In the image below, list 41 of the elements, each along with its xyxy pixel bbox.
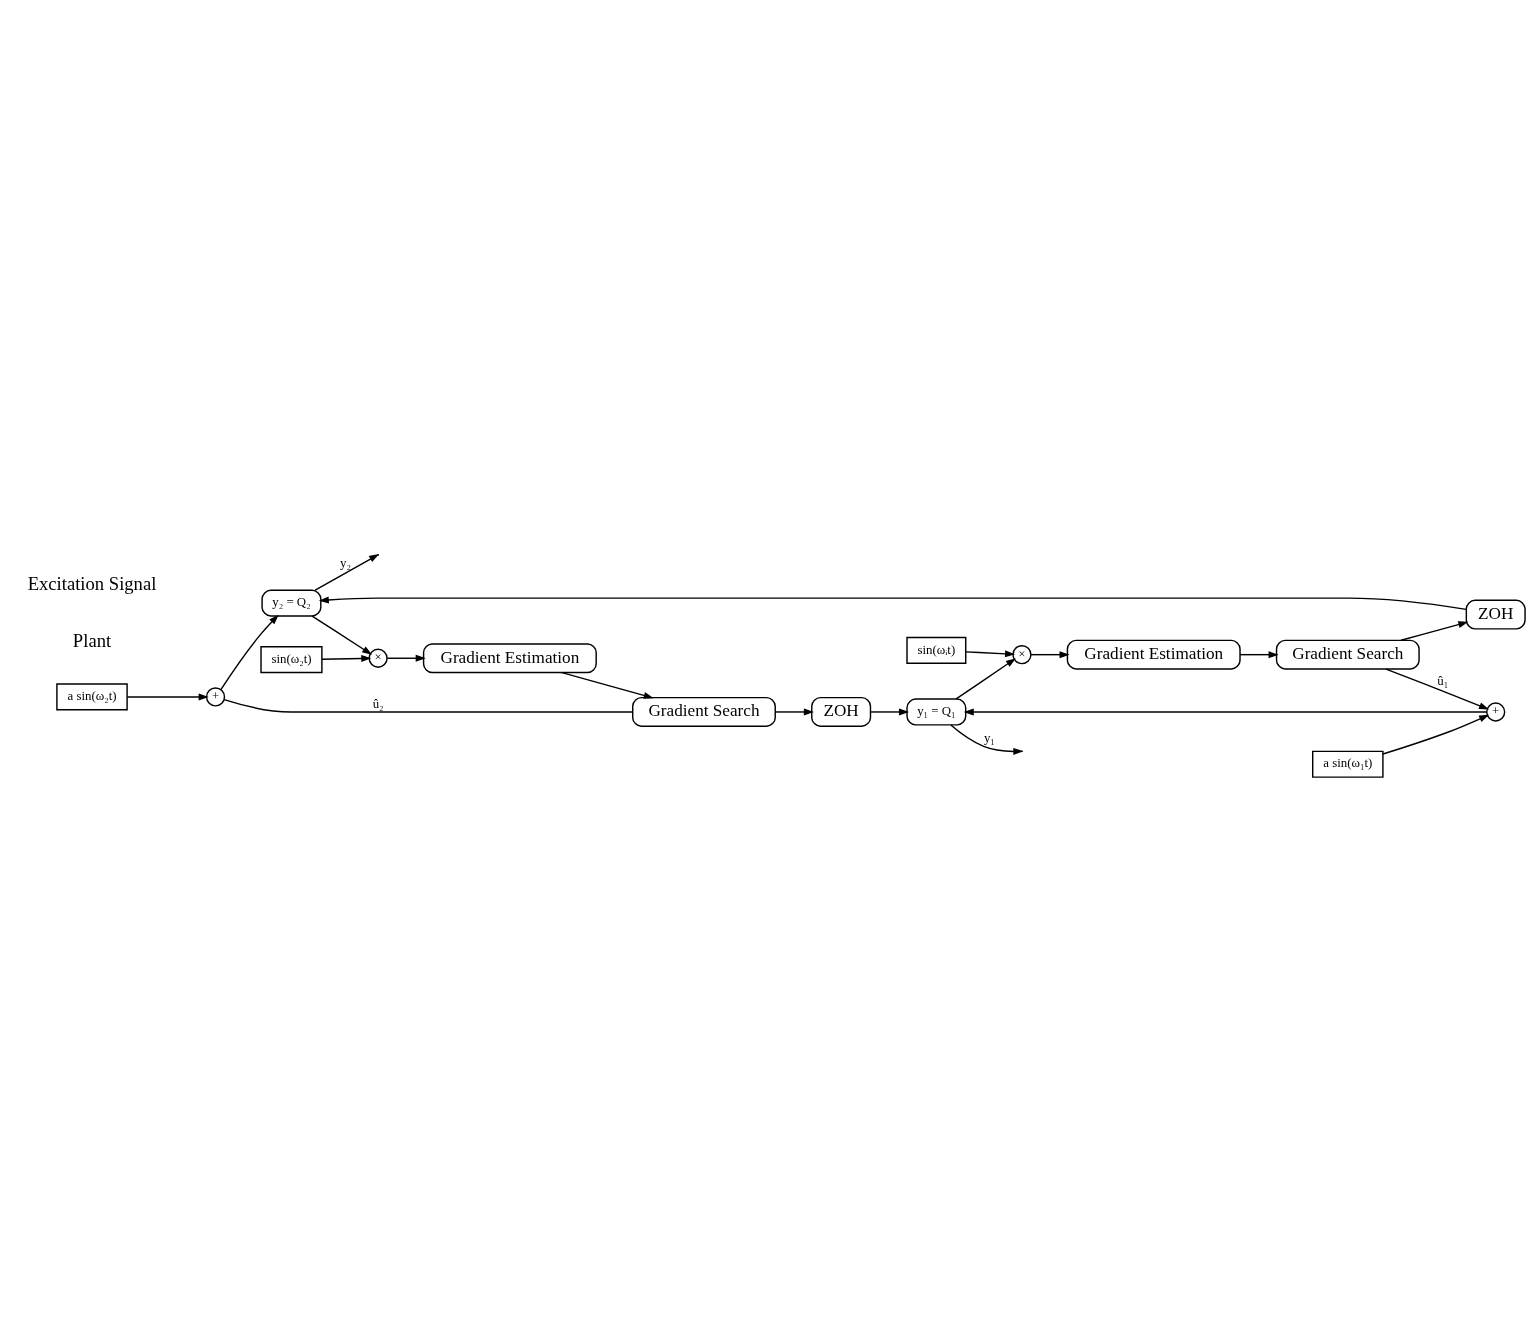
node-box: sin(ωᵢt) (906, 636, 967, 664)
edge-label: y₂ (340, 555, 351, 570)
connector (223, 698, 634, 713)
arrow (963, 707, 1488, 715)
arrow (869, 707, 909, 715)
arrow (1030, 650, 1070, 658)
arrow (965, 649, 1016, 657)
arrow (774, 707, 814, 715)
edge-label: û₂ (372, 696, 384, 711)
arrow (955, 657, 1016, 700)
label: Plant (72, 629, 112, 651)
arrow (1400, 620, 1469, 641)
arrow (561, 671, 654, 699)
arrow (386, 654, 426, 662)
node-circle: × (368, 648, 388, 668)
arrow (311, 614, 373, 655)
edge-label: û₁ (1437, 673, 1449, 688)
label: Excitation Signal (27, 572, 157, 594)
node-box: y₁ = Q₁ (906, 697, 967, 726)
arrow (321, 654, 372, 662)
arrow (318, 596, 1467, 610)
arrow (1239, 650, 1279, 658)
node-box: Gradient Search (1275, 639, 1420, 670)
node-box: Gradient Search (632, 696, 776, 727)
arrow (1385, 667, 1490, 710)
node-box: y₂ = Q₂ (261, 589, 322, 617)
arrow (220, 614, 279, 690)
node-box: Gradient Estimation (422, 642, 597, 673)
arrow (314, 553, 380, 591)
node-box: Gradient Estimation (1066, 639, 1241, 670)
arrow (126, 692, 209, 700)
node-circle: + (1486, 701, 1506, 722)
node-box: a sin(ω₂t) (56, 682, 128, 711)
node-box: a sin(ω₁t) (1312, 750, 1384, 778)
node-circle: × (1012, 644, 1032, 664)
node-box: sin(ω₂t) (260, 645, 323, 673)
arrow (1382, 714, 1490, 755)
edge-label: y₁ (983, 730, 995, 745)
node-circle: + (205, 686, 226, 707)
node-box: ZOH (811, 696, 872, 727)
node-box: ZOH (1465, 599, 1526, 630)
